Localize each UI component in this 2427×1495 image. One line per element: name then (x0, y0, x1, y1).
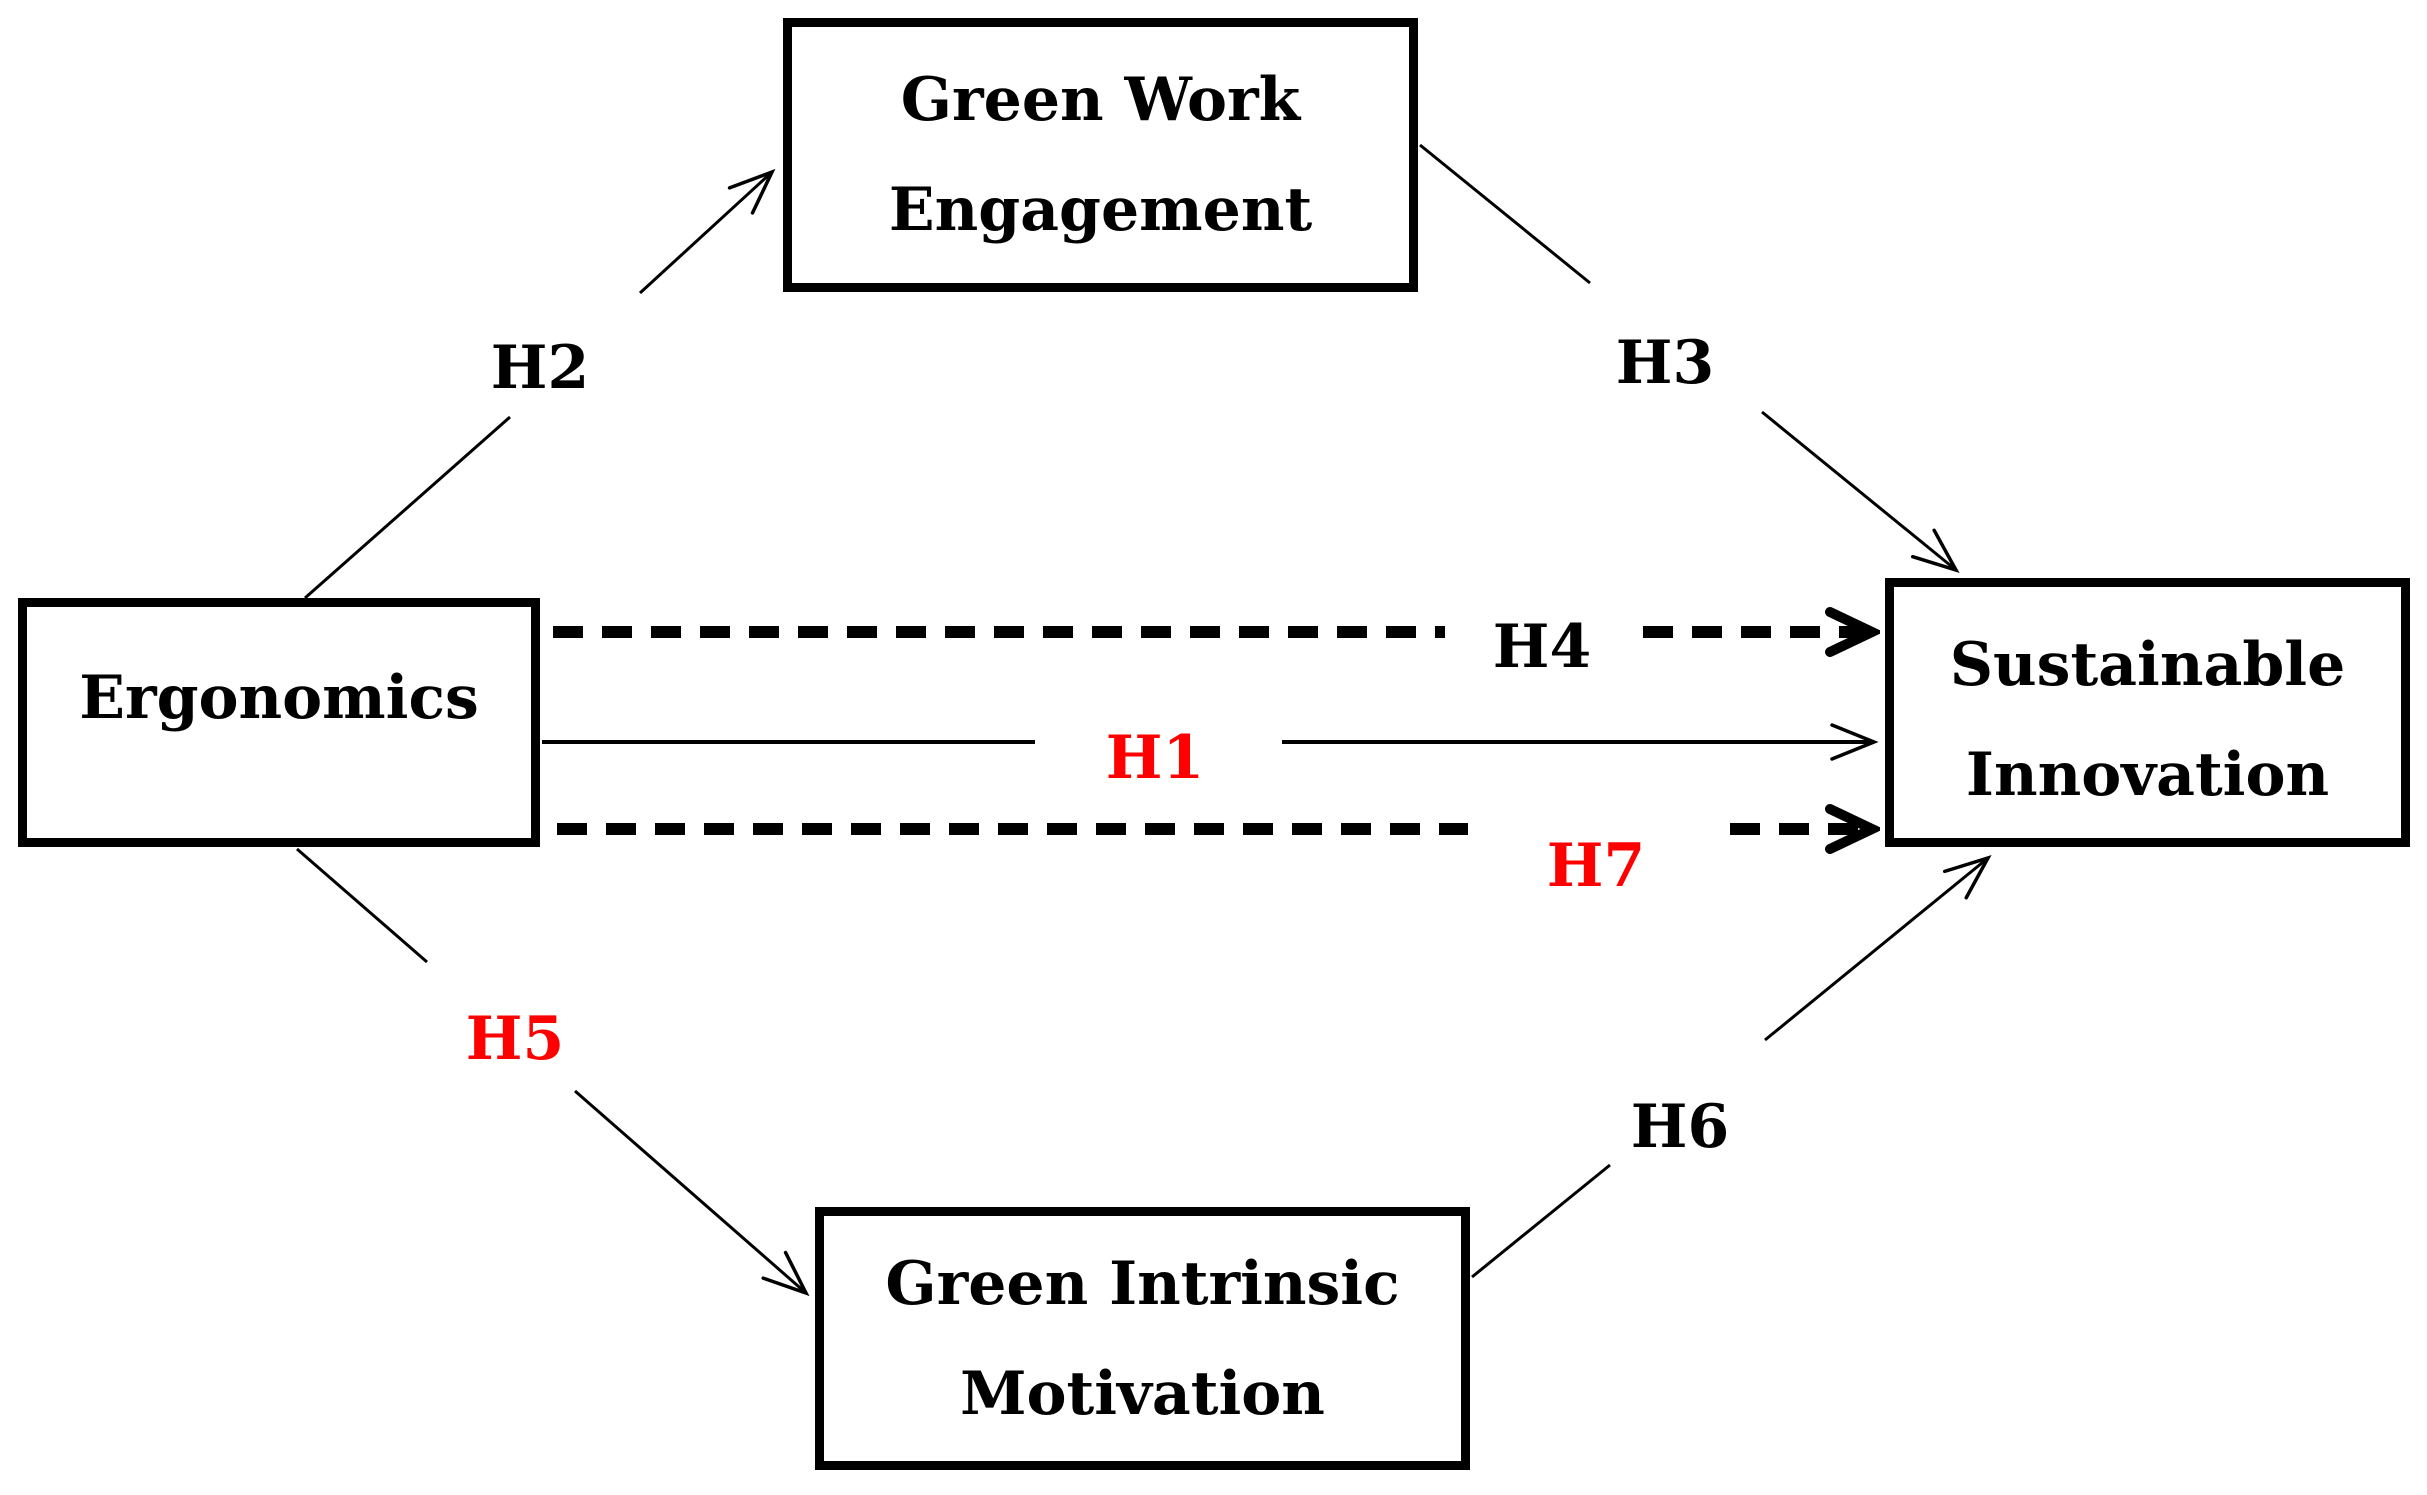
label-h5: H5 (445, 1006, 585, 1072)
node-sustainable-innovation-line1: Sustainable (1949, 629, 2346, 700)
node-green-work-engagement-line1: Green Work (900, 65, 1301, 135)
node-ergonomics: Ergonomics (18, 598, 540, 847)
node-green-intrinsic-motivation: Green Intrinsic Motivation (815, 1207, 1470, 1470)
label-h6: H6 (1610, 1094, 1750, 1160)
h6-arrow (1471, 855, 1992, 1279)
node-green-intrinsic-motivation-line2: Motivation (960, 1358, 1325, 1429)
h2-arrow (304, 168, 776, 600)
label-h2: H2 (470, 335, 610, 401)
node-sustainable-innovation: Sustainable Innovation (1885, 578, 2410, 847)
label-h4: H4 (1472, 614, 1612, 680)
h3-arrow (1419, 143, 1960, 573)
node-ergonomics-label: Ergonomics (79, 663, 479, 733)
node-green-work-engagement-line2: Engagement (888, 175, 1313, 245)
label-h3: H3 (1595, 330, 1735, 396)
node-green-intrinsic-motivation-line1: Green Intrinsic (885, 1248, 1400, 1319)
label-h7: H7 (1532, 835, 1660, 897)
label-h1: H1 (1085, 725, 1225, 791)
node-sustainable-innovation-line2: Innovation (1965, 739, 2330, 810)
h5-arrow (296, 847, 810, 1297)
node-green-work-engagement: Green Work Engagement (783, 18, 1418, 292)
